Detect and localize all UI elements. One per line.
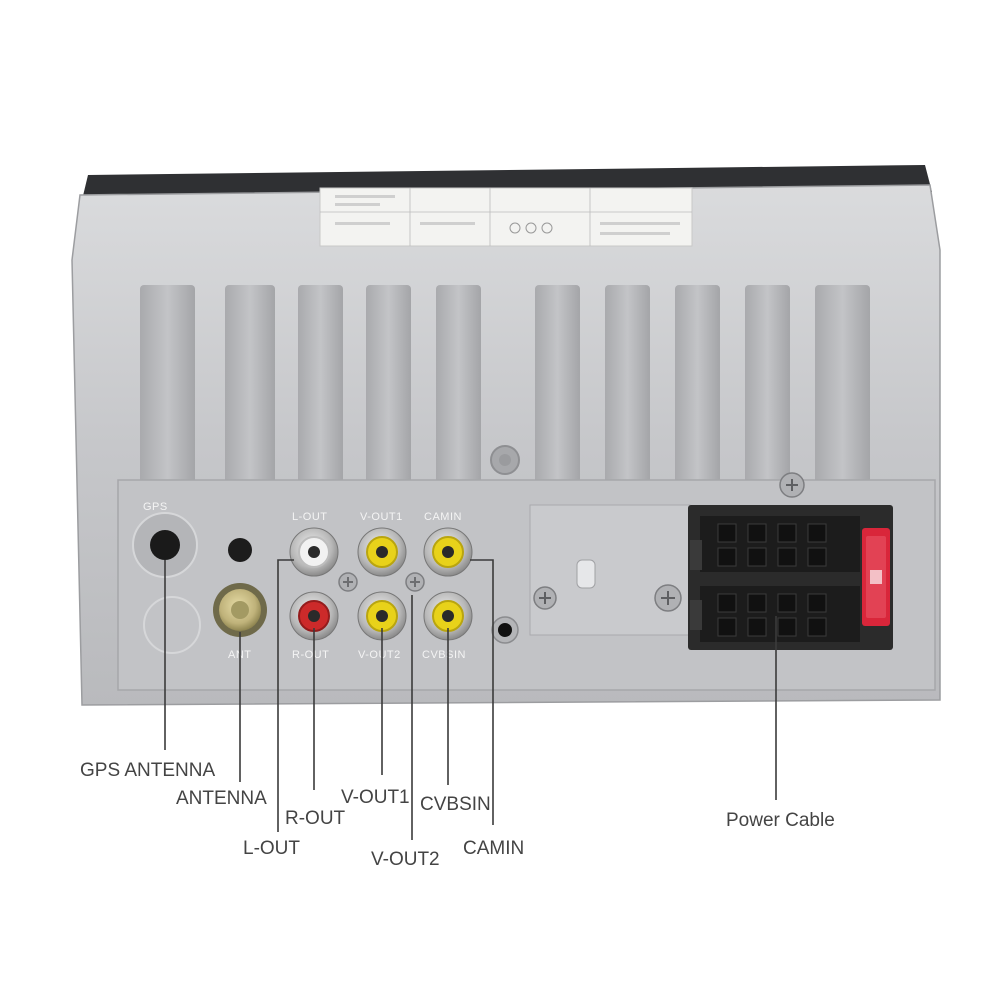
rca-camin[interactable] [423, 527, 473, 577]
power-connector[interactable] [688, 505, 893, 650]
rca-v-out2[interactable] [357, 591, 407, 641]
cooling-fins [140, 285, 870, 510]
screw-icon [654, 584, 682, 612]
small-hole [228, 538, 252, 562]
rca-v-out1[interactable] [357, 527, 407, 577]
callout-l-out: L-OUT [243, 838, 300, 859]
callout-cvbsin: CVBSIN [420, 794, 491, 815]
screw-icon [533, 586, 557, 610]
label-camin-panel: CAMIN [424, 511, 462, 523]
label-cvbsin-panel: CVBSIN [422, 649, 466, 661]
label-gps: GPS [143, 501, 168, 513]
callout-gps-antenna: GPS ANTENNA [80, 760, 215, 781]
screw-icon [338, 572, 358, 592]
leader-lines [164, 559, 777, 840]
rca-r-out[interactable] [289, 591, 339, 641]
label-v-out1: V-OUT1 [360, 511, 403, 523]
label-v-out2-panel: V-OUT2 [358, 649, 401, 661]
label-l-out: L-OUT [292, 511, 328, 523]
rca-l-out[interactable] [289, 527, 339, 577]
callout-power-cable: Power Cable [726, 810, 835, 831]
blank-knockout [143, 596, 201, 654]
callout-v-out2: V-OUT2 [371, 849, 440, 870]
callout-v-out1: V-OUT1 [341, 787, 410, 808]
screw-icon [779, 472, 805, 498]
callout-camin: CAMIN [463, 838, 524, 859]
screw-icon [405, 572, 425, 592]
callout-antenna: ANTENNA [176, 788, 267, 809]
callout-r-out: R-OUT [285, 808, 346, 829]
gps-antenna-port[interactable] [150, 530, 180, 560]
fuse [862, 528, 890, 626]
slot-clip [576, 559, 596, 589]
rca-cvbsin[interactable] [423, 591, 473, 641]
spec-sticker [319, 187, 693, 247]
mini-jack[interactable] [491, 616, 519, 644]
label-r-out-panel: R-OUT [292, 649, 329, 661]
